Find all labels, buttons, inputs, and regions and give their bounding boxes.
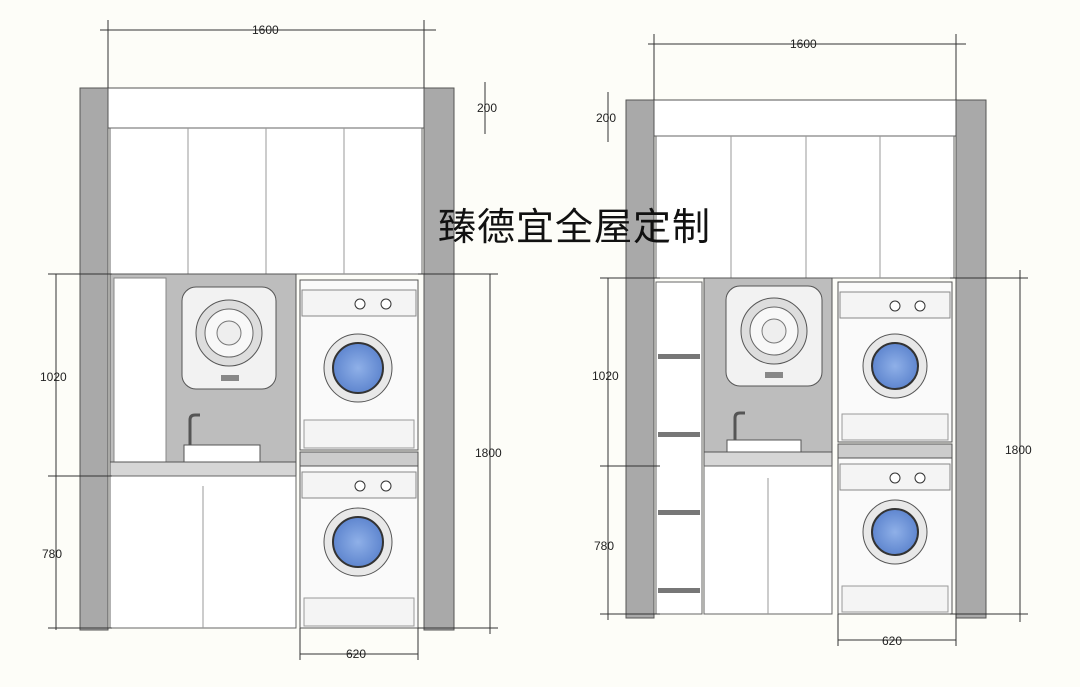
- stacked-dryer-bottom: [299, 465, 419, 629]
- dimension-lines: [600, 34, 1028, 646]
- width-dimension-label: 1600: [790, 37, 817, 51]
- left-elevation: 1600 200 1020 780 1800 620: [40, 20, 502, 661]
- stacked-dryer-bottom: [837, 457, 953, 615]
- wall-mini-washer: [181, 286, 277, 390]
- stack-divider: [299, 451, 419, 467]
- upper-height-dimension-label: 1020: [40, 370, 67, 384]
- left-wall: [79, 87, 109, 631]
- stack-width-dimension-label: 620: [346, 647, 366, 661]
- brand-watermark: 臻德宜全屋定制: [438, 205, 712, 249]
- total-height-dimension-label: 1800: [1005, 443, 1032, 457]
- top-band-dimension-label: 200: [596, 111, 616, 125]
- dimension-lines: [48, 20, 498, 660]
- right-wall: [423, 87, 455, 631]
- ceiling-band: [653, 99, 957, 137]
- upper-height-dimension-label: 1020: [592, 369, 619, 383]
- upper-cabinet: [655, 135, 955, 279]
- stack-width-dimension-label: 620: [882, 634, 902, 648]
- ceiling-band: [107, 87, 425, 129]
- total-height-dimension-label: 1800: [475, 446, 502, 460]
- faucet: [188, 413, 200, 445]
- stacked-washer-top: [299, 279, 419, 451]
- stack-divider: [837, 443, 953, 459]
- faucet: [733, 411, 745, 440]
- right-wall: [955, 99, 987, 619]
- right-elevation: 1600 200 1020 780 1800 620: [592, 34, 1032, 648]
- open-shelving: [655, 281, 703, 615]
- countertop: [703, 451, 833, 467]
- tall-side-cabinet: [113, 277, 167, 467]
- stacked-washer-top: [837, 281, 953, 443]
- countertop: [109, 461, 297, 477]
- lower-height-dimension-label: 780: [594, 539, 614, 553]
- lower-height-dimension-label: 780: [42, 547, 62, 561]
- width-dimension-label: 1600: [252, 23, 279, 37]
- left-wall: [625, 99, 655, 619]
- wall-mini-washer: [725, 285, 823, 387]
- top-band-dimension-label: 200: [477, 101, 497, 115]
